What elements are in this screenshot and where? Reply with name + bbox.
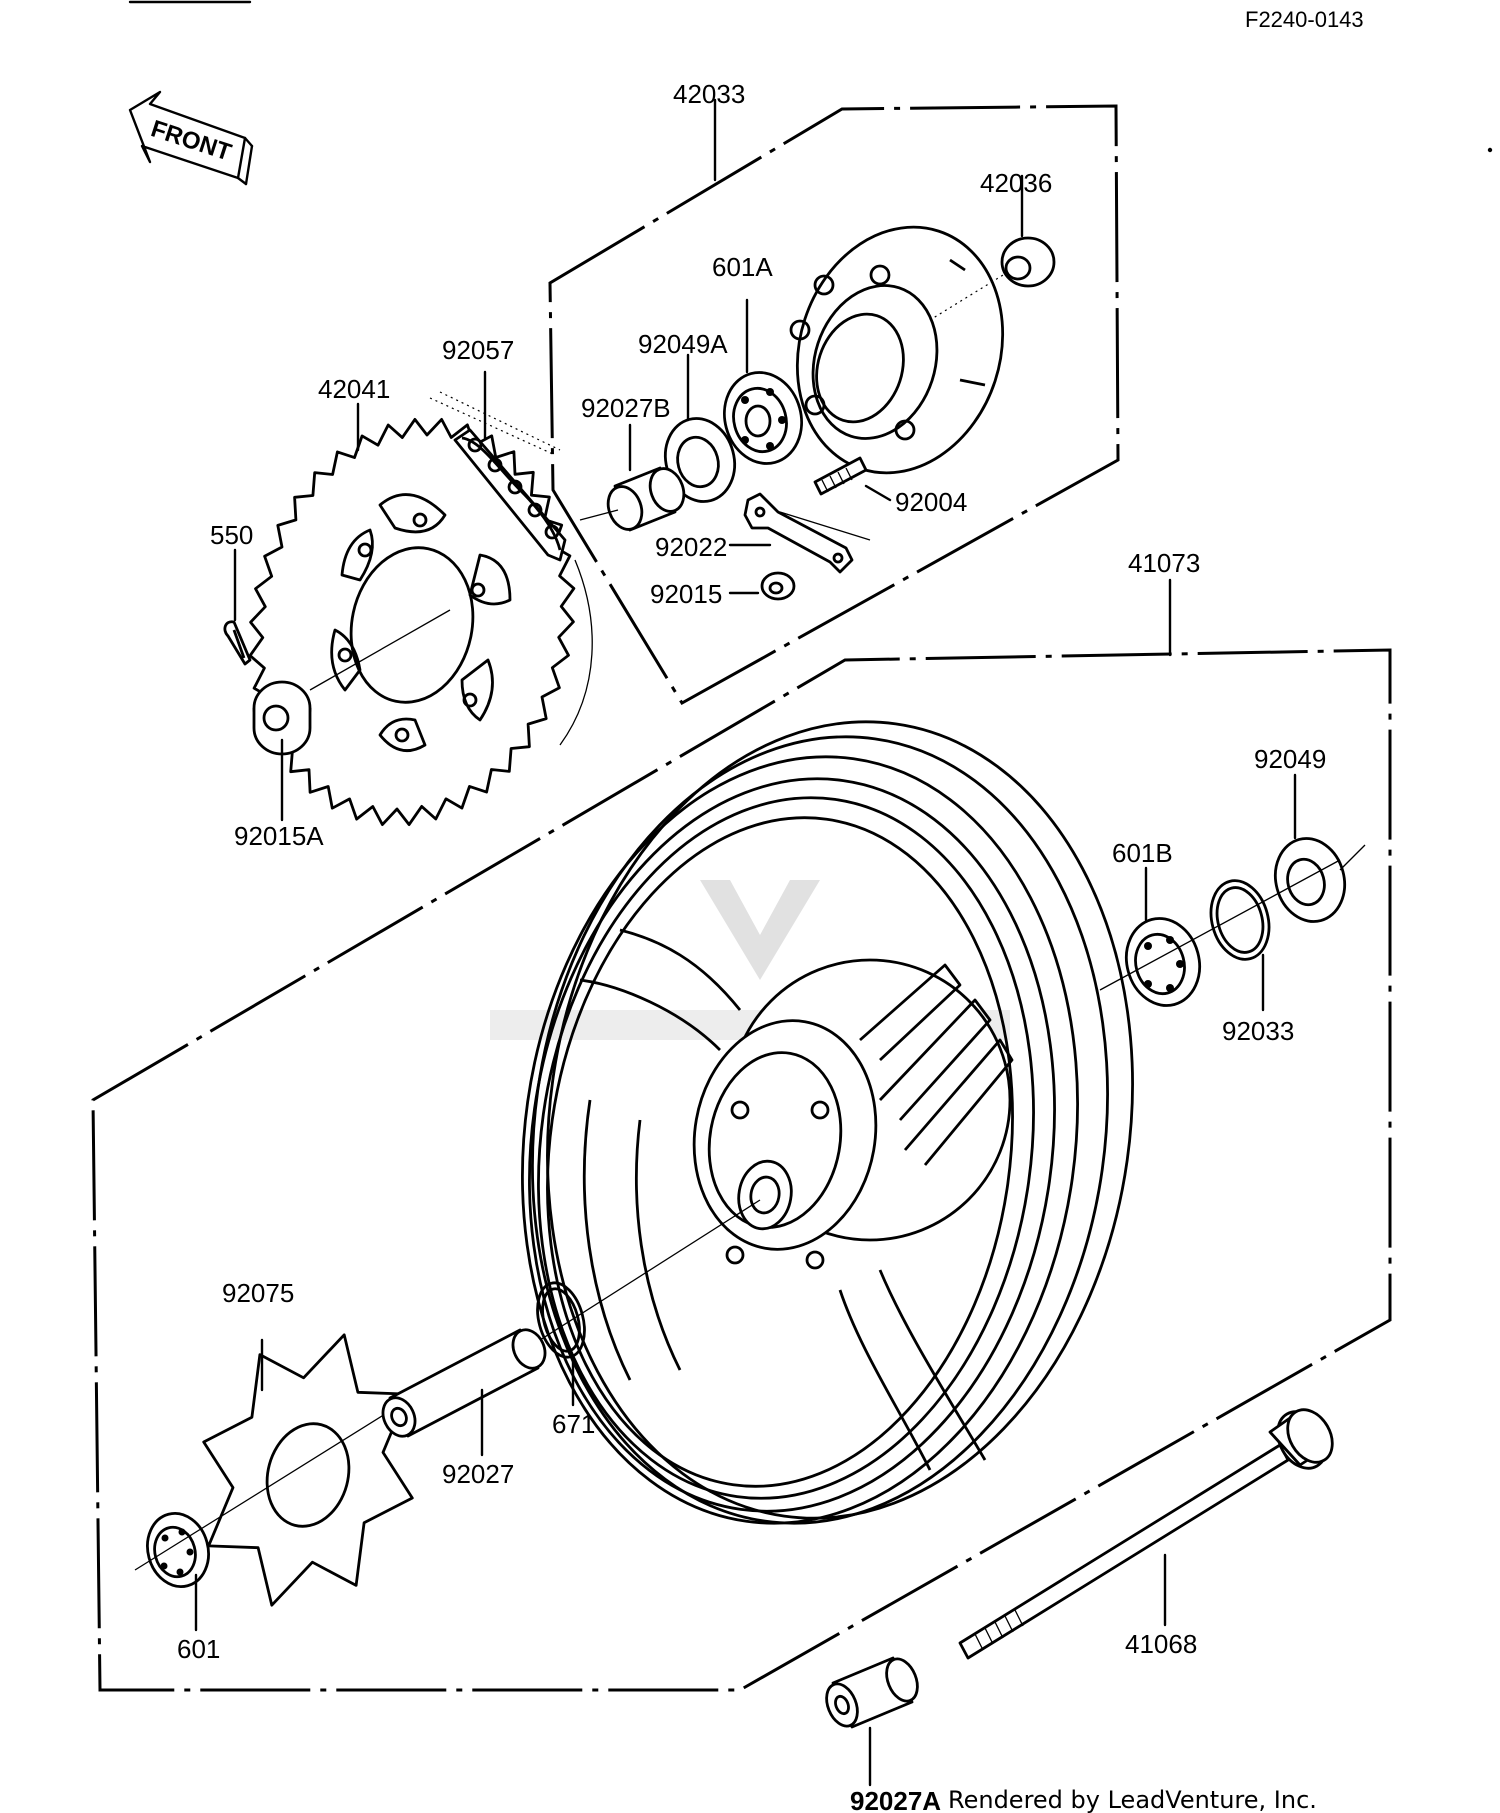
bearing-601A: [723, 371, 803, 465]
label-92049: 92049: [1254, 744, 1326, 774]
label-550: 550: [210, 520, 253, 550]
front-arrow-label: FRONT: [148, 115, 235, 166]
label-601B: 601B: [1112, 838, 1173, 868]
label-92022: 92022: [655, 532, 727, 562]
chain-92057: [453, 428, 567, 562]
credit-text: Rendered by LeadVenture, Inc.: [948, 1786, 1317, 1813]
hub-group-outline: [548, 104, 1120, 706]
label-92004: 92004: [895, 487, 967, 517]
sprocket-coupling-hub: [789, 225, 1005, 475]
collar-42036: [1000, 236, 1056, 288]
label-92027B: 92027B: [581, 393, 671, 423]
leader-92004: [864, 484, 892, 502]
label-92015: 92015: [650, 579, 722, 609]
label-601A: 601A: [712, 252, 773, 282]
wheel-group-outline: [91, 648, 1392, 1692]
rear-wheel-41073: [521, 720, 1134, 1525]
oil-seal-92049: [1274, 837, 1346, 923]
drawing-code: F2240-0143: [1245, 7, 1364, 32]
label-92033: 92033: [1222, 1016, 1294, 1046]
label-42036: 42036: [980, 168, 1052, 198]
margin-dot: [1487, 147, 1493, 153]
hub-assembly-group: [548, 98, 1120, 706]
label-41068: 41068: [1125, 1629, 1197, 1659]
label-92049A: 92049A: [638, 329, 728, 359]
nut-92015: [760, 571, 796, 601]
wheel-assembly-group: [91, 578, 1392, 1692]
bearing-601: [146, 1512, 210, 1588]
axle-41068: [958, 1408, 1334, 1660]
label-92015A: 92015A: [234, 821, 324, 851]
collar-92027A: [825, 1656, 919, 1729]
label-92057: 92057: [442, 335, 514, 365]
cotter-pin-550: [223, 620, 252, 666]
front-arrow-icon: FRONT: [128, 90, 254, 186]
label-92075: 92075: [222, 1278, 294, 1308]
collar-92027B: [606, 466, 686, 532]
label-42041: 42041: [318, 374, 390, 404]
circlip-92033: [1209, 879, 1271, 961]
sprocket-42041: [248, 418, 576, 826]
label-92027: 92027: [442, 1459, 514, 1489]
damper-92075: [202, 1333, 414, 1607]
collar-92027: [381, 1328, 547, 1438]
o-ring-671: [536, 1281, 586, 1359]
label-671: 671: [552, 1409, 595, 1439]
label-92027A: 92027A: [850, 1786, 941, 1813]
stud-92004: [813, 456, 868, 496]
lock-plate-92022: [743, 492, 854, 574]
bearing-601B: [1125, 917, 1201, 1007]
label-601: 601: [177, 1634, 220, 1664]
label-41073: 41073: [1128, 548, 1200, 578]
label-42033: 42033: [673, 79, 745, 109]
castle-nut-92015A: [252, 680, 312, 756]
